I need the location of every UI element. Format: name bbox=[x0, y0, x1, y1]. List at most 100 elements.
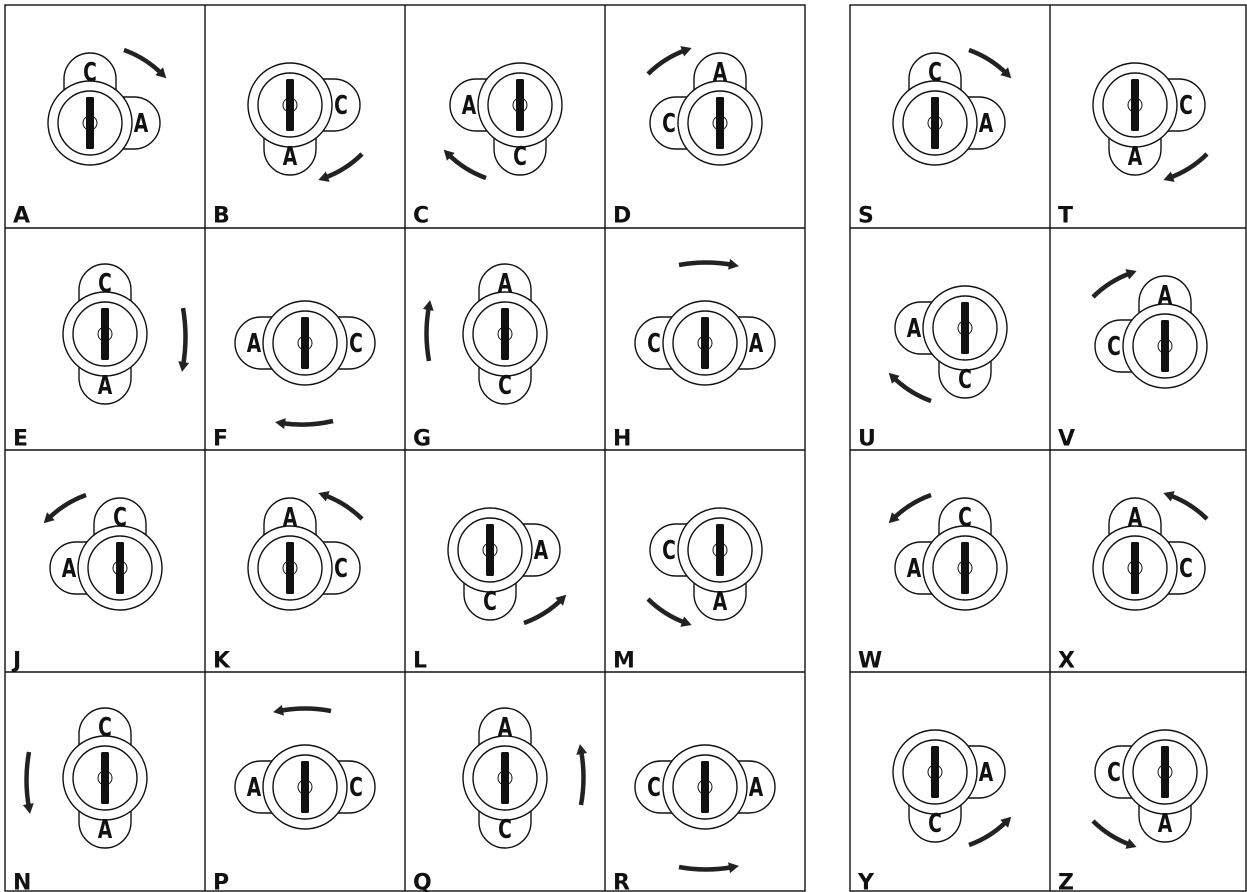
cell-label: F bbox=[213, 427, 228, 452]
key-slot bbox=[101, 308, 109, 360]
key-slot bbox=[716, 524, 724, 576]
arrow-shaft bbox=[124, 50, 162, 74]
left-lobe-letter: A bbox=[247, 773, 262, 803]
left-lobe-letter: A bbox=[462, 91, 477, 121]
right-lobe-letter: A bbox=[749, 329, 764, 359]
top-lobe-letter: C bbox=[928, 58, 942, 88]
arrow-head bbox=[423, 300, 434, 311]
top-lobe-letter: A bbox=[498, 713, 513, 743]
key-slot bbox=[486, 524, 494, 576]
key-slot bbox=[701, 761, 709, 813]
cell-r: CAR bbox=[613, 745, 775, 892]
right-lobe-letter: C bbox=[1179, 554, 1193, 584]
arrow-shaft bbox=[427, 306, 430, 361]
key-slot bbox=[1161, 320, 1169, 372]
left-lobe-letter: C bbox=[647, 773, 661, 803]
cell-n: C A N bbox=[13, 708, 147, 892]
cell-label: V bbox=[1058, 427, 1075, 452]
key-slot bbox=[716, 97, 724, 149]
cell-k: ACK bbox=[213, 491, 362, 673]
bottom-lobe-letter: C bbox=[958, 365, 972, 395]
cell-q: A C Q bbox=[413, 708, 587, 892]
bottom-lobe-letter: A bbox=[713, 587, 728, 617]
right-lobe-letter: C bbox=[334, 91, 348, 121]
top-lobe-letter: C bbox=[98, 269, 112, 299]
cell-label: Q bbox=[413, 871, 432, 892]
top-lobe-letter: A bbox=[713, 58, 728, 88]
right-lobe-letter: A bbox=[979, 758, 994, 788]
cell-label: K bbox=[213, 649, 231, 674]
left-lobe-letter: C bbox=[662, 109, 676, 139]
bottom-lobe-letter: A bbox=[98, 815, 113, 845]
key-slot bbox=[931, 97, 939, 149]
left-lobe-letter: A bbox=[907, 314, 922, 344]
arrow-shaft bbox=[1093, 273, 1131, 297]
top-lobe-letter: C bbox=[83, 58, 97, 88]
cell-x: A C X bbox=[1058, 491, 1207, 673]
left-lobe-letter: A bbox=[62, 554, 77, 584]
arrow-head bbox=[273, 705, 284, 716]
key-slot bbox=[701, 317, 709, 369]
key-slot bbox=[1131, 79, 1139, 131]
right-lobe-letter: C bbox=[1179, 91, 1193, 121]
cell-label: H bbox=[613, 427, 631, 452]
key-slot bbox=[116, 542, 124, 594]
cell-j: CAJ bbox=[11, 495, 162, 674]
right-lobe-letter: A bbox=[534, 536, 549, 566]
key-slot bbox=[516, 79, 524, 131]
bottom-lobe-letter: A bbox=[98, 371, 113, 401]
bottom-lobe-letter: C bbox=[498, 815, 512, 845]
top-lobe-letter: C bbox=[98, 713, 112, 743]
arrow-shaft bbox=[1169, 495, 1207, 519]
key-slot bbox=[301, 317, 309, 369]
right-lobe-letter: C bbox=[349, 773, 363, 803]
cell-label: C bbox=[413, 204, 429, 229]
top-lobe-letter: C bbox=[113, 503, 127, 533]
cell-label: N bbox=[13, 871, 31, 892]
key-slot bbox=[1161, 746, 1169, 798]
top-lobe-letter: A bbox=[1128, 503, 1143, 533]
right-lobe-letter: A bbox=[134, 109, 149, 139]
cell-label: X bbox=[1058, 649, 1075, 674]
arrow-shaft bbox=[1093, 821, 1131, 845]
bottom-lobe-letter: C bbox=[928, 809, 942, 839]
top-lobe-letter: A bbox=[1158, 281, 1173, 311]
bottom-lobe-letter: A bbox=[1128, 142, 1143, 172]
arrow-shaft bbox=[448, 154, 486, 178]
cell-s: CAS bbox=[858, 50, 1011, 229]
key-slot bbox=[961, 302, 969, 354]
key-slot bbox=[1131, 542, 1139, 594]
arrow-shaft bbox=[1169, 154, 1207, 178]
key-slot bbox=[501, 752, 509, 804]
cell-v: ACV bbox=[1058, 269, 1207, 451]
cell-h: C A H bbox=[613, 259, 775, 452]
arrow-head bbox=[728, 259, 739, 270]
cell-t: A C T bbox=[1058, 63, 1207, 229]
left-lobe-letter: C bbox=[662, 536, 676, 566]
cell-g: ACG bbox=[413, 264, 547, 452]
cell-label: Z bbox=[1058, 871, 1074, 892]
bottom-lobe-letter: C bbox=[483, 587, 497, 617]
key-slot bbox=[101, 752, 109, 804]
arrow-shaft bbox=[324, 154, 362, 178]
cell-l: CAL bbox=[413, 508, 566, 674]
arrow-shaft bbox=[524, 599, 562, 623]
left-lobe-letter: C bbox=[647, 329, 661, 359]
arrow-shaft bbox=[183, 308, 186, 366]
key-slot bbox=[501, 308, 509, 360]
cell-label: S bbox=[858, 204, 874, 229]
cell-label: T bbox=[1058, 204, 1073, 229]
cell-label: U bbox=[858, 427, 876, 452]
top-lobe-letter: A bbox=[498, 269, 513, 299]
key-slot bbox=[86, 97, 94, 149]
left-lobe-letter: A bbox=[907, 554, 922, 584]
cell-label: W bbox=[858, 649, 882, 674]
arrow-shaft bbox=[893, 377, 931, 401]
cell-y: CAY bbox=[857, 730, 1011, 892]
left-lobe-letter: A bbox=[247, 329, 262, 359]
arrow-shaft bbox=[969, 821, 1007, 845]
cell-e: CAE bbox=[13, 264, 189, 452]
